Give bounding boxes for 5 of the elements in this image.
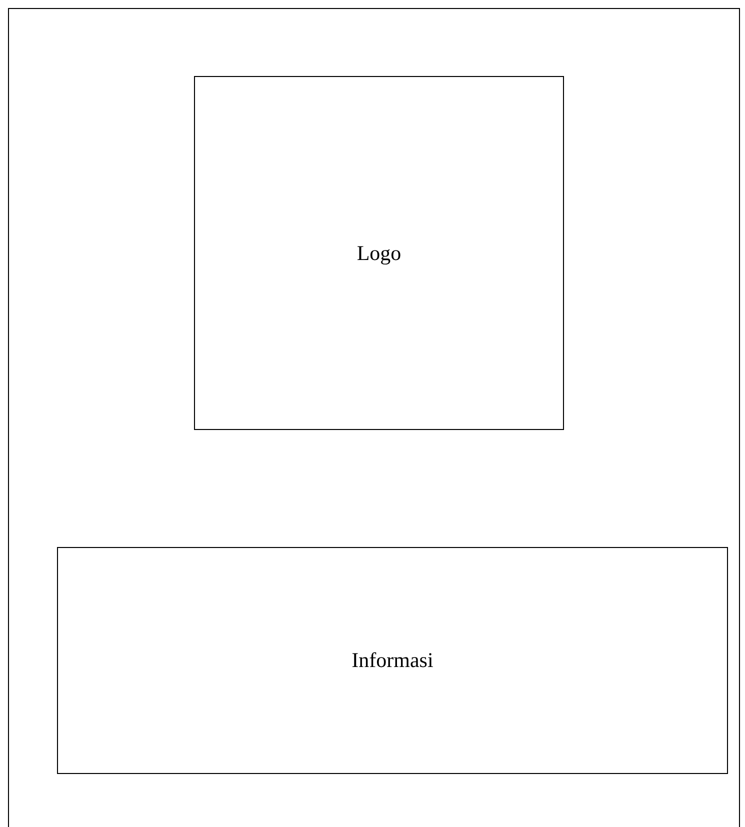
box-label: Logo [356, 240, 402, 266]
placeholder-box [57, 547, 728, 774]
page-frame [8, 8, 740, 827]
box-label: Informasi [352, 648, 434, 673]
placeholder-box [194, 76, 564, 430]
